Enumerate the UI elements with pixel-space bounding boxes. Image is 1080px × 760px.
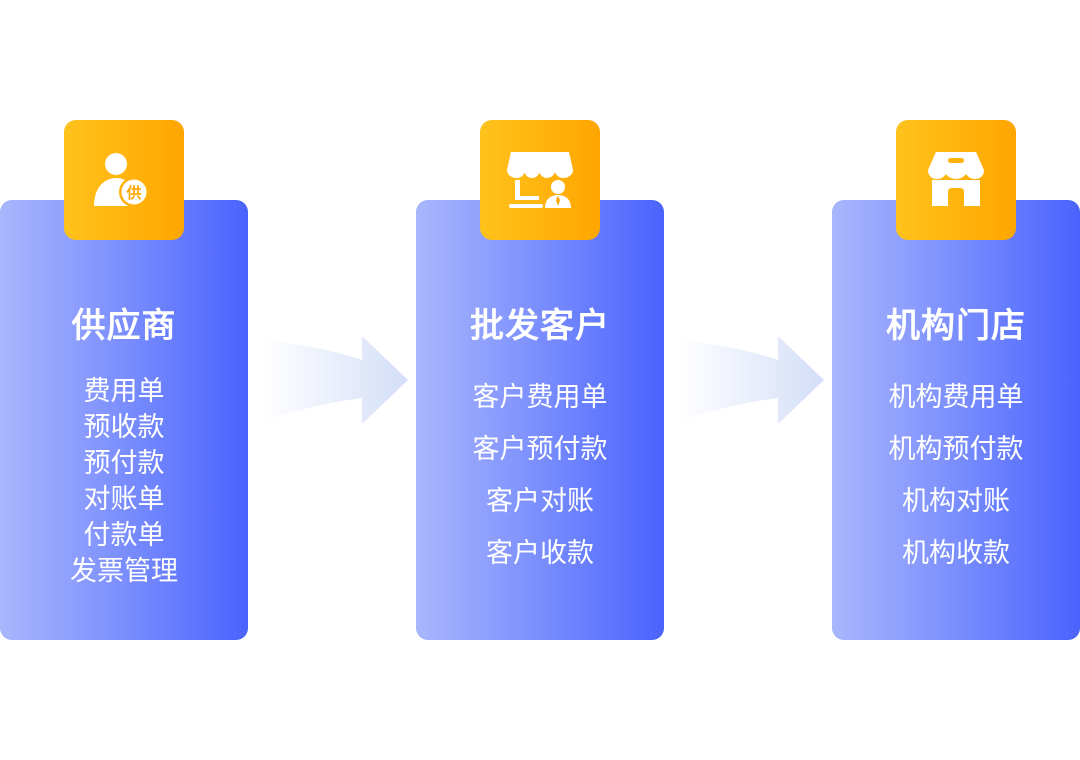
- list-item: 机构对账: [902, 486, 1010, 517]
- card-title: 批发客户: [470, 306, 610, 346]
- list-item: 机构费用单: [888, 382, 1024, 413]
- wholesale-shop-icon: [507, 152, 573, 208]
- list-item: 费用单: [83, 376, 165, 407]
- card-title: 供应商: [71, 306, 177, 346]
- list-item: 预付款: [83, 448, 165, 479]
- list-item: 机构收款: [902, 538, 1010, 569]
- card-supplier: 供应商 费用单 预收款 预付款 对账单 付款单 发票管理: [0, 200, 248, 640]
- list-item: 机构预付款: [888, 434, 1024, 465]
- store-icon: [928, 152, 984, 206]
- list-item: 对账单: [83, 484, 165, 515]
- supplier-glyph: 供: [125, 184, 141, 202]
- card-item-list: 费用单 预收款 预付款 对账单 付款单 发票管理: [0, 374, 248, 590]
- store-badge: [896, 120, 1016, 240]
- list-item: 客户收款: [486, 538, 594, 569]
- card-wholesale-customer: 批发客户 客户费用单 客户预付款 客户对账 客户收款: [416, 200, 664, 640]
- card-item-list: 机构费用单 机构预付款 机构对账 机构收款: [832, 372, 1080, 580]
- supplier-badge: 供: [64, 120, 184, 240]
- list-item: 客户对账: [486, 486, 594, 517]
- list-item: 付款单: [83, 520, 165, 551]
- wholesale-badge: [480, 120, 600, 240]
- card-title: 机构门店: [886, 306, 1026, 346]
- list-item: 客户预付款: [472, 434, 608, 465]
- supplier-person-icon: 供: [94, 153, 149, 207]
- list-item: 客户费用单: [472, 382, 608, 413]
- list-item: 预收款: [83, 412, 165, 443]
- card-institution-store: 机构门店 机构费用单 机构预付款 机构对账 机构收款: [832, 200, 1080, 640]
- flow-arrow-right-icon: [262, 336, 408, 424]
- list-item: 发票管理: [70, 556, 178, 587]
- flow-arrow-right-icon: [678, 336, 824, 424]
- card-item-list: 客户费用单 客户预付款 客户对账 客户收款: [416, 372, 664, 580]
